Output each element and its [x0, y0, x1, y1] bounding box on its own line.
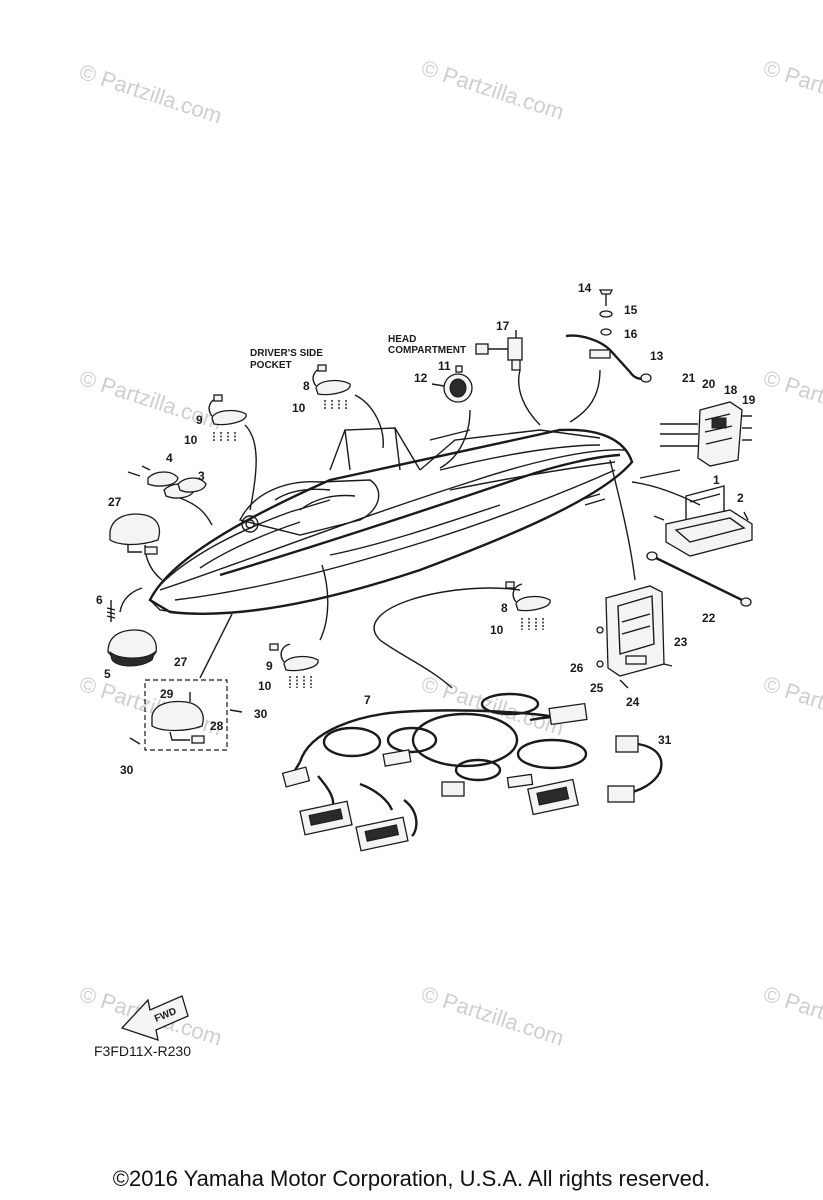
callout-10: 10 [258, 679, 272, 693]
part-18-module [660, 401, 752, 467]
copyright-notice: ©2016 Yamaha Motor Corporation, U.S.A. A… [112, 1166, 711, 1191]
callout-6: 6 [96, 593, 103, 607]
part-22-cable [646, 551, 752, 607]
part-7-wiring-harness [281, 692, 588, 852]
callout-20: 20 [702, 377, 716, 391]
callout-8: 8 [501, 601, 508, 615]
watermark-text: © Partzilla.com [418, 55, 567, 125]
fwd-arrow-icon: FWD [120, 995, 189, 1041]
callout-10: 10 [184, 433, 198, 447]
callout-8: 8 [303, 379, 310, 393]
callout-21: 21 [682, 371, 696, 385]
callout-3: 3 [198, 469, 205, 483]
callout-30: 30 [120, 763, 134, 777]
leader-lines [119, 369, 701, 689]
boat-hull [148, 427, 634, 615]
callout-15: 15 [624, 303, 638, 317]
callout-10: 10 [292, 401, 306, 415]
callout-4: 4 [166, 451, 173, 465]
part-27-cover [109, 513, 161, 555]
callout-17: 17 [496, 319, 510, 333]
watermark-text: © Partzilla.com [418, 981, 567, 1051]
part-5-cap [106, 600, 157, 667]
callout-11: 11 [438, 359, 451, 373]
callout-9: 9 [196, 413, 203, 427]
part-1-battery-tray [653, 485, 753, 557]
callout-23: 23 [674, 635, 688, 649]
part-17-sensor [475, 330, 523, 371]
callout-13: 13 [650, 349, 664, 363]
part-27-28-assembly [129, 679, 243, 751]
callout-31: 31 [658, 733, 672, 747]
part-8-9-lights [208, 364, 551, 688]
note-head-compartment: COMPARTMENT [388, 345, 466, 356]
callout-18: 18 [724, 383, 738, 397]
watermark-text: © Partzilla.com [418, 671, 567, 741]
callout-29: 29 [160, 687, 174, 701]
watermark-text: © Partzilla.com [76, 59, 225, 129]
callout-10: 10 [490, 623, 504, 637]
part-31-adapter [607, 735, 663, 803]
note-head-compartment: HEAD [388, 334, 416, 345]
callout-9: 9 [266, 659, 273, 673]
callout-25: 25 [590, 681, 604, 695]
part-13-bracket [565, 289, 652, 383]
callout-16: 16 [624, 327, 638, 341]
callout-24: 24 [626, 695, 640, 709]
callout-2: 2 [737, 491, 744, 505]
callout-27: 27 [174, 655, 188, 669]
callout-28: 28 [210, 719, 224, 733]
diagram-code: F3FD11X-R230 [94, 1043, 191, 1059]
note-drivers-side-pocket: POCKET [250, 360, 292, 371]
watermark-text: © Partzilla.com [760, 365, 823, 435]
watermark-text: © Partzilla.com [760, 55, 823, 125]
callout-5: 5 [104, 667, 111, 681]
callout-12: 12 [414, 371, 428, 385]
callout-26: 26 [570, 661, 584, 675]
callout-22: 22 [702, 611, 716, 625]
watermark-text: © Partzilla.com [76, 671, 225, 741]
part-23-control-unit [596, 585, 673, 689]
callout-30: 30 [254, 707, 268, 721]
callout-27: 27 [108, 495, 122, 509]
callouts: 1 2 3 4 5 6 7 8 8 9 9 10 10 10 10 11 12 … [96, 281, 756, 777]
callout-14: 14 [578, 281, 592, 295]
watermarks: © Partzilla.com © Partzilla.com © Partzi… [76, 55, 823, 1051]
part-3-covers [127, 465, 207, 499]
note-drivers-side-pocket: DRIVER'S SIDE [250, 348, 323, 359]
watermark-text: © Partzilla.com [760, 671, 823, 741]
callout-1: 1 [713, 473, 720, 487]
watermark-text: © Partzilla.com [760, 981, 823, 1051]
part-11-speaker [431, 365, 473, 403]
callout-19: 19 [742, 393, 756, 407]
callout-7: 7 [364, 693, 371, 707]
watermark-text: © Partzilla.com [76, 365, 225, 435]
